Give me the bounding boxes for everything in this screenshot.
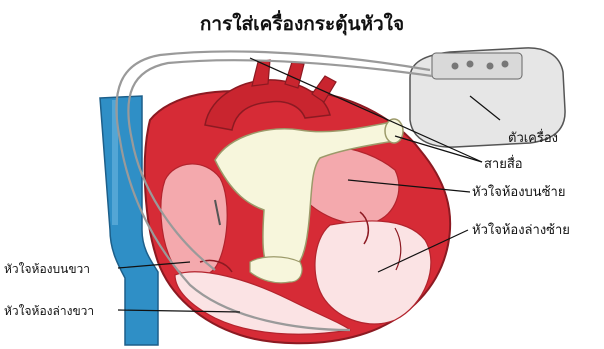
label-right-ventricle: หัวใจห้องล่างขวา <box>4 304 94 318</box>
label-device: ตัวเครื่อง <box>508 129 558 146</box>
label-left-atrium: หัวใจห้องบนซ้าย <box>472 184 565 200</box>
label-left-ventricle: หัวใจห้องล่างซ้าย <box>472 222 570 238</box>
diagram-title: การใส่เครื่องกระตุ้นหัวใจ <box>200 10 404 36</box>
left-ventricle-chamber <box>315 221 431 324</box>
label-right-atrium: หัวใจห้องบนขวา <box>4 262 90 276</box>
label-lead-wire: สายสื่อ <box>484 155 523 172</box>
heart <box>145 60 450 343</box>
